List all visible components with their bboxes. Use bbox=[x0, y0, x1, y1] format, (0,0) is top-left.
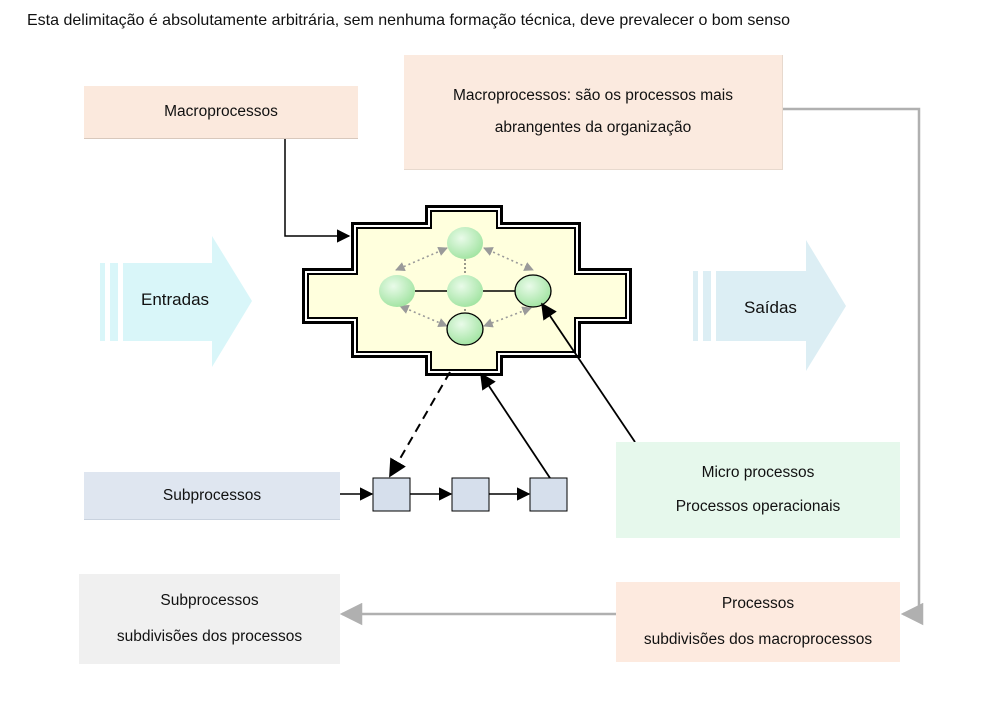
macro-to-cross-arrow bbox=[284, 138, 351, 243]
sub-def-line-1: Subprocessos bbox=[160, 592, 259, 609]
saidas-arrow bbox=[693, 240, 846, 371]
micro-processos-box: Micro processos Processos operacionais bbox=[616, 442, 900, 538]
node-bottom bbox=[446, 312, 484, 346]
macro-def-line-1: Macroprocessos: são os processos mais bbox=[453, 87, 733, 104]
micro-to-node-arrow bbox=[541, 302, 636, 443]
micro-line-1: Micro processos bbox=[701, 464, 815, 481]
node-right bbox=[514, 274, 552, 308]
square-to-cross-arrow bbox=[480, 372, 551, 479]
node-connectors bbox=[395, 247, 534, 328]
saidas-label: Saídas bbox=[744, 298, 797, 317]
processos-box: Processos subdivisões dos macroprocessos bbox=[616, 582, 900, 662]
sub-square-2 bbox=[451, 477, 490, 512]
gray-right-connector bbox=[782, 107, 924, 626]
entradas-label: Entradas bbox=[141, 290, 210, 309]
macroprocessos-definition-box: Macroprocessos: são os processos mais ab… bbox=[404, 55, 783, 170]
macroprocessos-label: Macroprocessos bbox=[164, 103, 278, 120]
cross-to-square-dashed-arrow bbox=[389, 371, 451, 478]
entradas-arrow bbox=[100, 236, 252, 367]
node-left bbox=[379, 275, 415, 307]
proc-line-2: subdivisões dos macroprocessos bbox=[643, 631, 873, 648]
sub-square-3 bbox=[529, 477, 568, 512]
sub-square-1 bbox=[372, 477, 411, 512]
micro-line-2: Processos operacionais bbox=[675, 498, 841, 515]
macroprocessos-box: Macroprocessos bbox=[84, 86, 358, 139]
caption: Esta delimitação é absolutamente arbitrá… bbox=[27, 12, 791, 29]
node-top bbox=[447, 227, 483, 259]
sub-def-line-2: subdivisões dos processos bbox=[116, 628, 303, 645]
macro-def-line-2: abrangentes da organização bbox=[494, 119, 692, 136]
subprocessos-label: Subprocessos bbox=[162, 486, 262, 504]
proc-line-1: Processos bbox=[721, 595, 795, 612]
node-center bbox=[447, 275, 483, 307]
subprocessos-definition-box: Subprocessos subdivisões dos processos bbox=[79, 574, 340, 664]
subprocessos-box: Subprocessos bbox=[84, 472, 340, 520]
